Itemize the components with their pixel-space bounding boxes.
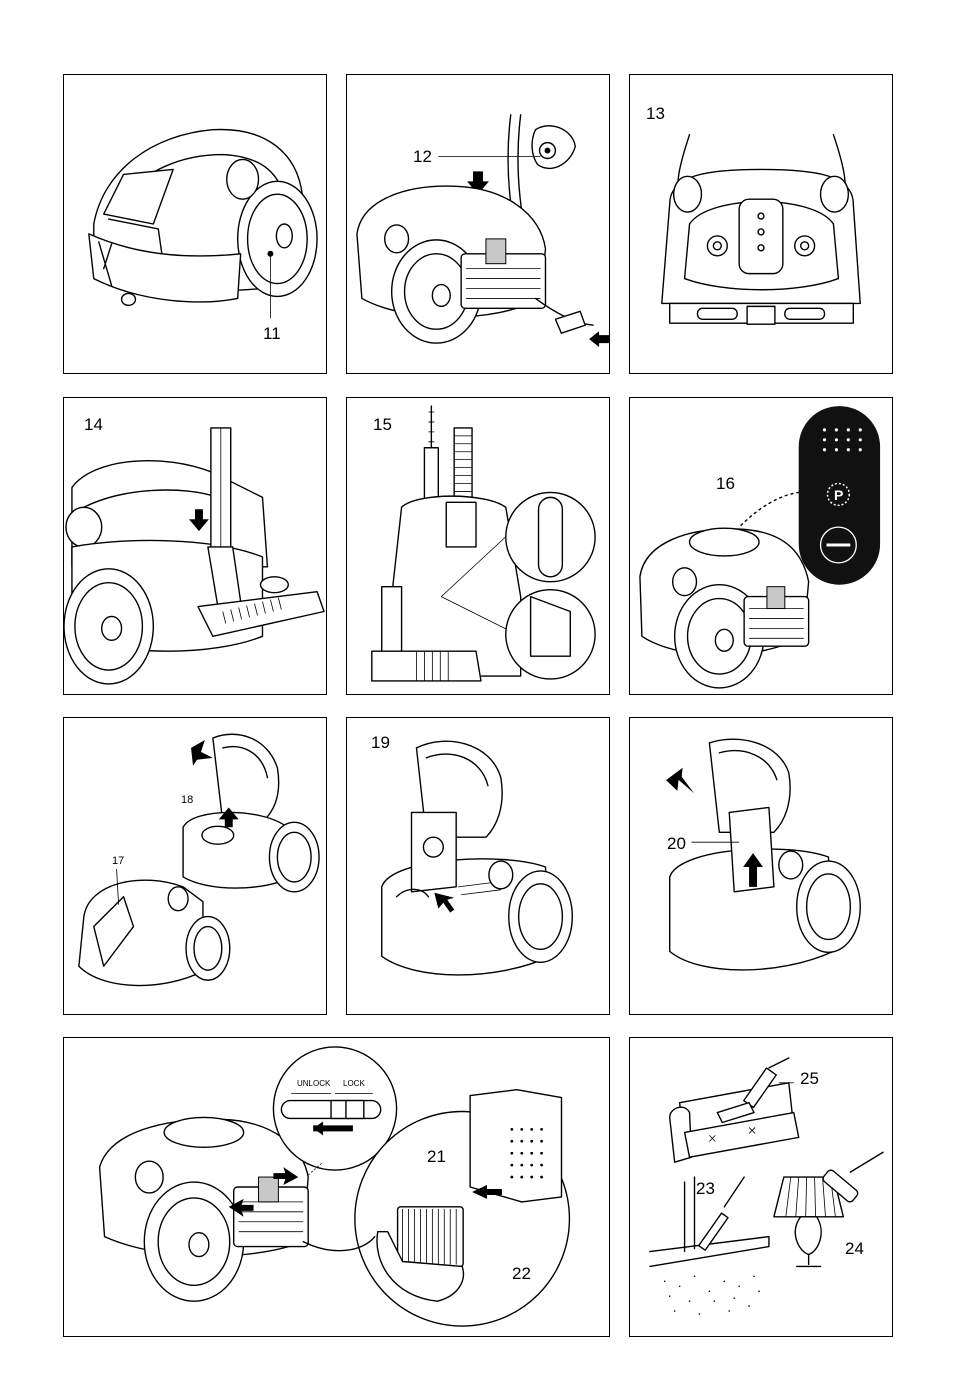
callout-label-20: 20 <box>667 835 686 852</box>
vacuum-cleaner-icon <box>630 75 892 373</box>
callout-label-19: 19 <box>371 734 390 751</box>
vacuum-cleaner-icon <box>347 75 609 373</box>
figure-panel-13: 13 <box>629 74 893 374</box>
callout-label-12: 12 <box>413 148 432 165</box>
figure-panel-17-18: 18 17 <box>63 717 327 1015</box>
figure-panel-23-24-25: 25 23 24 <box>629 1037 893 1337</box>
callout-label-18: 18 <box>181 795 193 806</box>
callout-label-22: 22 <box>512 1265 531 1282</box>
callout-label-24: 24 <box>845 1240 864 1257</box>
vacuum-cleaner-icon <box>64 1038 609 1336</box>
vacuum-cleaner-icon <box>347 718 609 1014</box>
callout-label-15: 15 <box>373 416 392 433</box>
vacuum-cleaner-icon <box>347 398 609 694</box>
switch-label-unlock: UNLOCK <box>297 1080 330 1088</box>
vacuum-cleaner-icon <box>64 398 326 694</box>
callout-label-25: 25 <box>800 1070 819 1087</box>
callout-label-13: 13 <box>646 105 665 122</box>
callout-label-17: 17 <box>112 856 124 867</box>
switch-label-lock: LOCK <box>343 1080 365 1088</box>
vacuum-cleaner-icon <box>64 75 326 373</box>
vacuum-cleaner-icon <box>64 718 326 1014</box>
figure-panel-20: 20 <box>629 717 893 1015</box>
washable-badge-letter: P <box>834 487 843 503</box>
callout-label-14: 14 <box>84 416 103 433</box>
figure-panel-19: 19 <box>346 717 610 1015</box>
callout-label-16: 16 <box>716 475 735 492</box>
callout-label-23: 23 <box>696 1180 715 1197</box>
figure-panel-15: 15 <box>346 397 610 695</box>
figure-panel-21-22: UNLOCK LOCK 21 22 <box>63 1037 610 1337</box>
figure-panel-16: P 16 <box>629 397 893 695</box>
figure-panel-12: 12 <box>346 74 610 374</box>
callout-label-21: 21 <box>427 1148 446 1165</box>
callout-label-11: 11 <box>263 325 281 342</box>
vacuum-cleaner-icon <box>630 398 892 694</box>
vacuum-cleaner-icon <box>630 718 892 1014</box>
sofa-icon <box>630 1038 892 1336</box>
figure-panel-14: 14 <box>63 397 327 695</box>
figure-panel-11: 11 <box>63 74 327 374</box>
